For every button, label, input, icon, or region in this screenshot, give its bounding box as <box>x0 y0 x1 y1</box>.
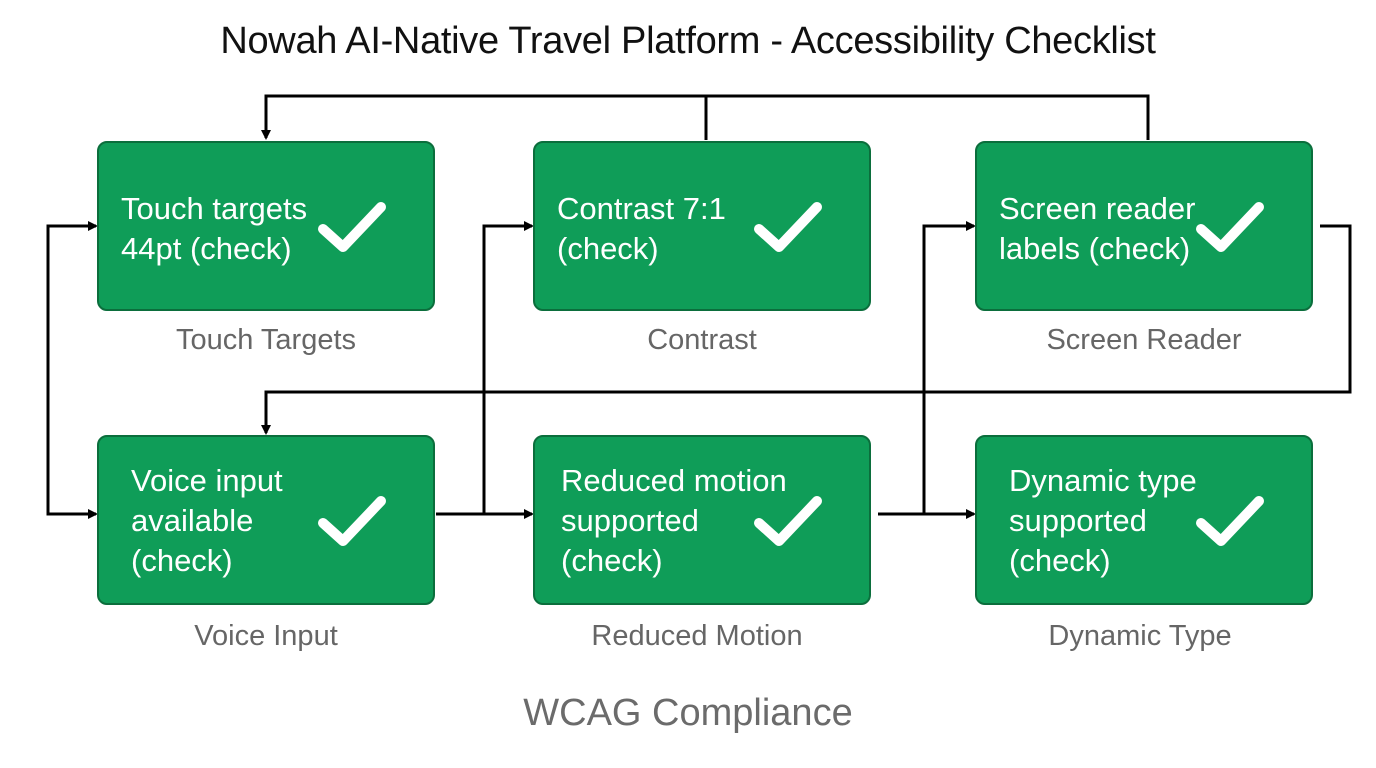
edge-contrast-to-touch-targets <box>261 94 708 140</box>
node-contrast-label: Contrast 7:1 (check) <box>557 191 726 266</box>
node-dynamic-type-label: Dynamic type supported (check) <box>1009 463 1197 578</box>
diagram-title: Nowah AI-Native Travel Platform - Access… <box>220 20 1156 62</box>
node-voice-input-label: Voice input available (check) <box>131 463 283 578</box>
node-screen-reader[interactable]: Screen reader labels (check) <box>975 141 1313 311</box>
node-voice-input[interactable]: Voice input available (check) <box>97 435 435 605</box>
node-contrast[interactable]: Contrast 7:1 (check) <box>533 141 871 311</box>
edge-voice-input-to-contrast <box>482 221 534 514</box>
checkmark-icon <box>754 496 822 546</box>
caption-contrast: Contrast <box>647 324 757 356</box>
edge-reduced-motion-to-screen-reader <box>922 221 976 514</box>
node-touch-targets[interactable]: Touch targets 44pt (check) <box>97 141 435 311</box>
node-reduced-motion[interactable]: Reduced motion supported (check) <box>533 435 871 605</box>
edge-voice-input-to-touch-targets <box>46 221 98 514</box>
checkmark-icon <box>318 202 386 252</box>
node-dynamic-type[interactable]: Dynamic type supported (check) <box>975 435 1313 605</box>
edge-screen-reader-to-touch-targets <box>706 94 1150 140</box>
footer-label: WCAG Compliance <box>523 692 853 734</box>
checkmark-icon <box>318 496 386 546</box>
caption-reduced-motion: Reduced Motion <box>591 620 803 652</box>
caption-voice-input: Voice Input <box>194 620 338 652</box>
checkmark-icon <box>1196 496 1264 546</box>
edge-screen-reader-to-voice-input <box>261 224 1352 435</box>
caption-dynamic-type: Dynamic Type <box>1048 620 1232 652</box>
caption-screen-reader: Screen Reader <box>1046 324 1242 356</box>
checkmark-icon <box>1196 202 1264 252</box>
node-reduced-motion-label: Reduced motion supported (check) <box>561 463 787 578</box>
checkmark-icon <box>754 202 822 252</box>
node-touch-targets-label: Touch targets 44pt (check) <box>121 191 308 266</box>
caption-touch-targets: Touch Targets <box>175 324 357 356</box>
edge-touch-targets-to-voice-input <box>46 300 98 519</box>
node-screen-reader-label: Screen reader labels (check) <box>999 191 1196 266</box>
